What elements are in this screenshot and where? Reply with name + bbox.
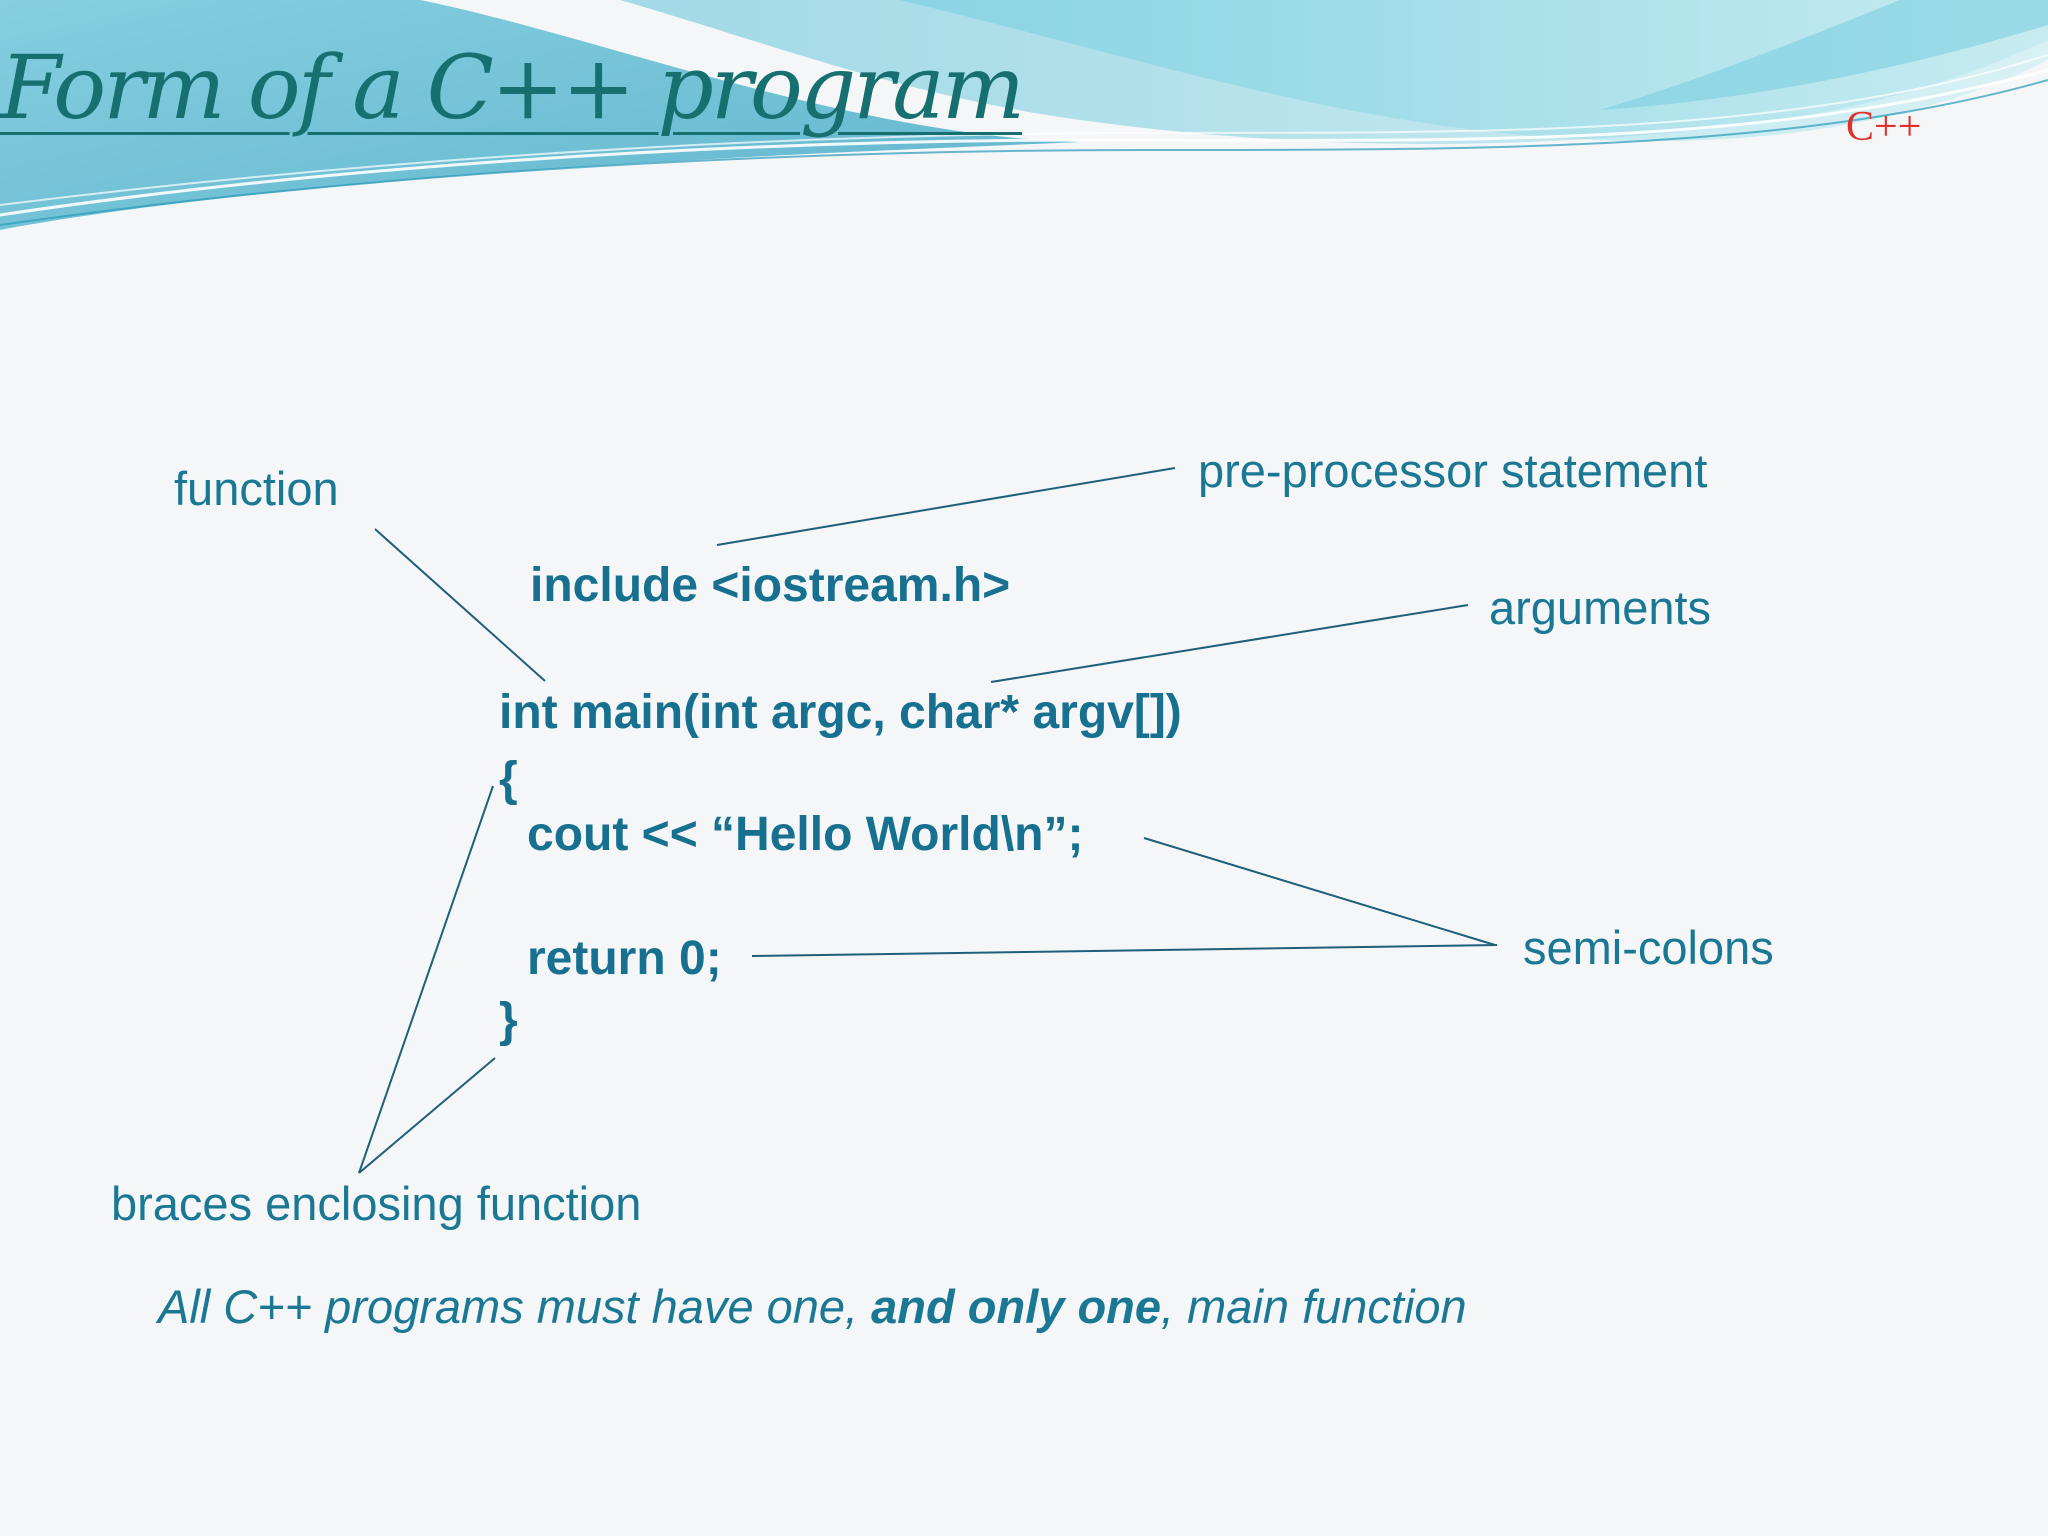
label-semicolons: semi-colons [1523,921,1774,974]
footnote: All C++ programs must have one, and only… [158,1283,1467,1330]
footnote-part2: , main function [1161,1280,1467,1333]
label-function: function [174,462,339,515]
code-main-signature: int main(int argc, char* argv[]) [499,686,1182,739]
code-close-brace: } [499,994,518,1047]
label-preprocessor: pre-processor statement [1198,444,1708,497]
code-include-line: include <iostream.h> [530,559,1011,612]
code-cout-line: cout << “Hello World\n”; [527,808,1084,861]
footnote-emphasis: and only one [871,1280,1162,1333]
label-braces: braces enclosing function [111,1177,642,1230]
callout-line-function [374,528,546,682]
label-arguments: arguments [1489,581,1712,634]
corner-tag: C++ [1846,104,1922,150]
footnote-part1: All C++ programs must have one, [158,1280,872,1333]
callout-line-semicolon-return [751,944,1498,957]
callout-line-semicolon-cout [1143,837,1496,946]
callout-line-brace-close [358,1057,496,1174]
code-return-line: return 0; [527,932,722,985]
callout-line-preprocessor [716,467,1176,546]
code-open-brace: { [499,753,518,806]
slide-title: Form of a C++ program [0,36,1025,139]
callout-line-brace-open [358,785,494,1174]
header-wave-decoration [0,0,2048,230]
callout-line-arguments [990,604,1469,683]
